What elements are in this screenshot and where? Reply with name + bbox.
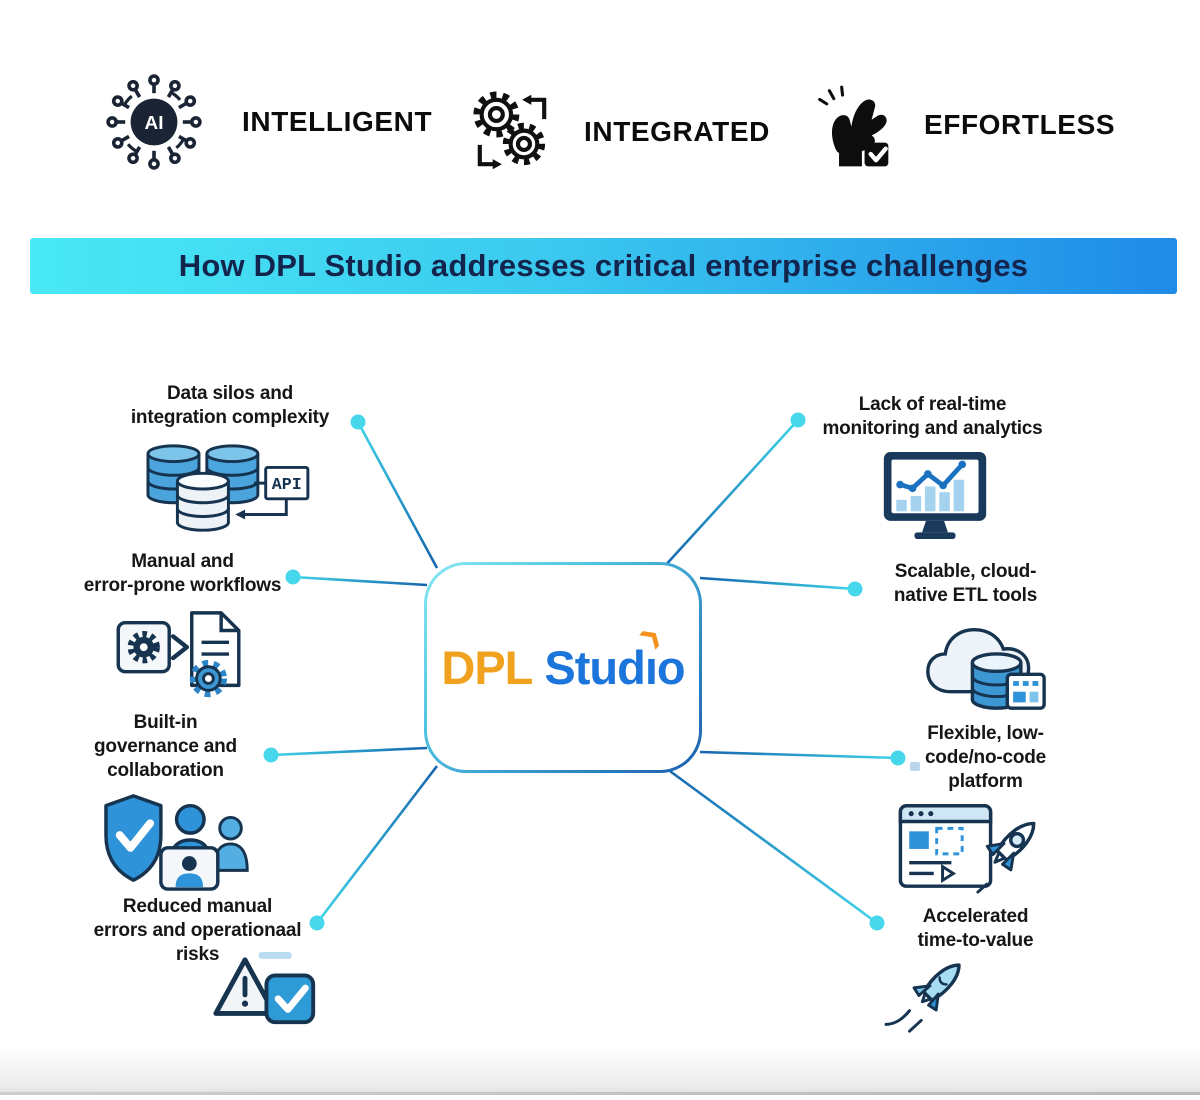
challenge-label-lowcode: Flexible, low- code/no-code platform xyxy=(924,723,1047,793)
ai-icon-text: AI xyxy=(145,113,164,134)
workflow-gears-icon xyxy=(113,607,246,705)
database-api-icon: API xyxy=(138,438,310,541)
challenge-label-governance: Built-in governance and collaboration xyxy=(94,712,237,782)
badge-intelligent: AI INTELLIGENT xyxy=(100,66,432,178)
section-banner: How DPL Studio addresses critical enterp… xyxy=(30,238,1177,294)
badge-effortless: EFFORTLESS xyxy=(810,74,1115,176)
badge-integrated: INTEGRATED xyxy=(466,86,770,178)
badge-label-integrated: INTEGRATED xyxy=(584,116,770,147)
lowcode-rocket-icon xyxy=(896,798,1044,896)
badge-label-effortless: EFFORTLESS xyxy=(924,109,1116,140)
banner-title: How DPL Studio addresses critical enterp… xyxy=(178,248,1029,283)
shield-collaboration-icon xyxy=(100,788,262,891)
gears-sync-icon xyxy=(473,91,547,170)
cloud-database-icon xyxy=(922,616,1048,718)
api-label: API xyxy=(272,476,302,495)
monitor-analytics-icon xyxy=(880,448,990,544)
bottom-edge-line xyxy=(0,1092,1200,1095)
challenge-label-data-silos: Data silos and integration complexity xyxy=(130,383,330,429)
challenge-label-manual-workflows: Manual and error-prone workflows xyxy=(83,551,282,597)
logo-studio: Studı❯o xyxy=(544,623,685,694)
snap-fingers-icon xyxy=(818,85,889,167)
challenge-label-time-to-value: Accelerated time-to-value xyxy=(917,906,1034,952)
bottom-white-strip xyxy=(0,1095,1200,1100)
bottom-fade xyxy=(0,1045,1200,1092)
challenge-label-etl: Scalable, cloud- native ETL tools xyxy=(893,561,1038,607)
challenge-label-monitoring: Lack of real-time monitoring and analyti… xyxy=(822,394,1043,440)
logo-dpl: DPL xyxy=(441,641,533,694)
ai-circuit-icon: AI xyxy=(106,74,202,170)
badge-label-intelligent: INTELLIGENT xyxy=(242,106,433,137)
warning-check-icon xyxy=(208,952,320,1030)
rocket-icon xyxy=(882,952,980,1040)
challenge-label-reduced-errors: Reduced manual errors and operationaal r… xyxy=(93,896,302,966)
